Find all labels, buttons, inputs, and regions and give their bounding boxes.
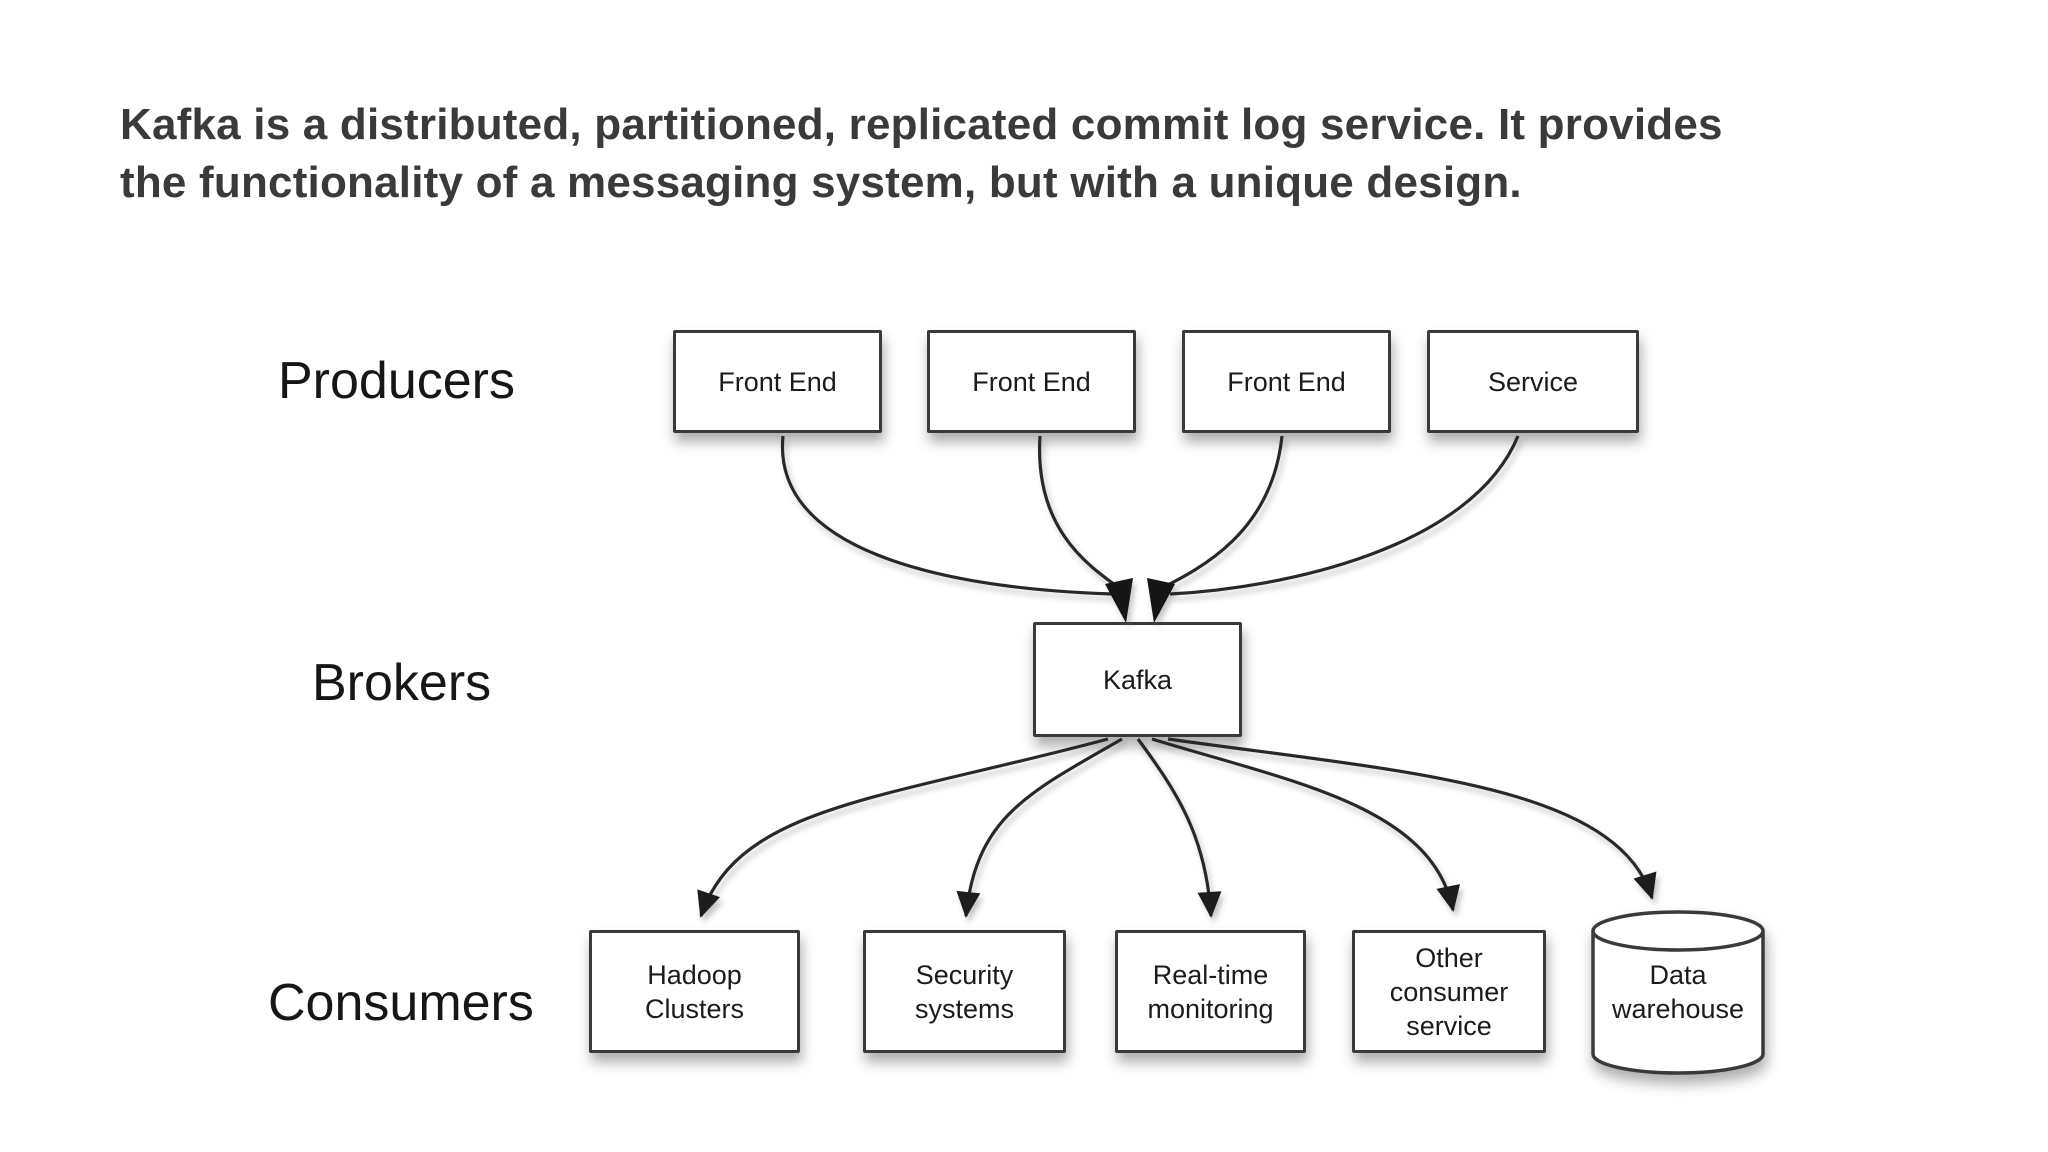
edge-kafka-to-security-systems (956, 737, 1123, 918)
cylinder-shape-data-warehouse (1591, 910, 1765, 1075)
page-title: Kafka is a distributed, partitioned, rep… (120, 100, 1723, 207)
row-label-brokers: Brokers (312, 654, 492, 712)
kafka-inbound-arrowheads (1105, 578, 1175, 623)
edges-producers-to-kafka (780, 435, 1520, 596)
edge-service-to-kafka (1169, 435, 1520, 596)
edge-front-end-2-to-kafka (1038, 435, 1123, 592)
edge-kafka-to-real-time-monitoring (1136, 738, 1222, 918)
node-real-time-monitoring: Real-time monitoring (1115, 930, 1306, 1053)
edges-kafka-to-consumers (697, 737, 1657, 918)
node-front-end-2: Front End (927, 330, 1136, 433)
node-security-systems: Security systems (863, 930, 1066, 1053)
row-label-producers: Producers (278, 352, 515, 410)
node-front-end-1: Front End (673, 330, 882, 433)
edge-front-end-3-to-kafka (1157, 435, 1284, 592)
node-other-consumer-service: Other consumer service (1352, 930, 1546, 1053)
edge-kafka-to-hadoop-clusters (697, 737, 1109, 918)
edge-front-end-1-to-kafka (780, 435, 1113, 596)
node-front-end-3: Front End (1182, 330, 1391, 433)
edge-kafka-to-data-warehouse (1167, 737, 1657, 900)
node-data-warehouse: Data warehouse (1611, 960, 1745, 1024)
edge-kafka-to-other-consumer-service (1151, 737, 1460, 912)
node-hadoop-clusters: Hadoop Clusters (589, 930, 800, 1053)
node-service: Service (1427, 330, 1639, 433)
node-kafka: Kafka (1033, 622, 1242, 737)
row-label-consumers: Consumers (268, 974, 534, 1032)
